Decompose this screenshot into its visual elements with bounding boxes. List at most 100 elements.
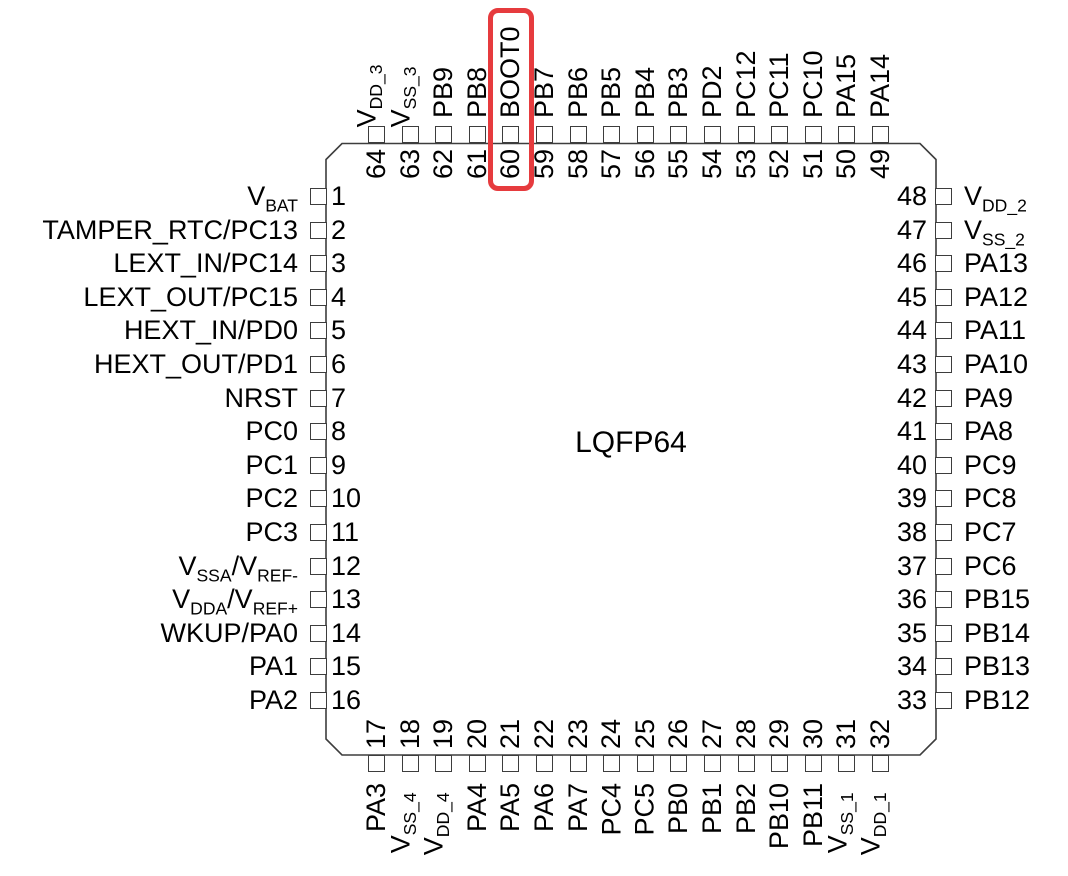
pin-15-square	[309, 658, 327, 676]
pin-61-square	[468, 126, 486, 143]
pin-3-square	[309, 255, 327, 273]
pin-46-number: 46	[896, 248, 927, 279]
pin-30-square	[804, 754, 822, 772]
pin-12-label: VSSA/VREF-	[178, 550, 298, 585]
pin-34-number: 34	[896, 651, 927, 682]
pin-29-label: PB10	[764, 783, 795, 850]
pin-58-number: 58	[562, 149, 593, 180]
chip-body	[325, 142, 937, 756]
pin-10-square	[309, 490, 327, 508]
pin-14-square	[309, 624, 327, 642]
pin-55-label: PB3	[663, 66, 694, 118]
pin-54-square	[704, 126, 721, 143]
pin-61-number: 61	[461, 149, 492, 180]
pin-33-number: 33	[896, 685, 927, 715]
pin-28-number: 28	[730, 718, 761, 749]
pin-55-number: 55	[663, 149, 694, 180]
pin-29-square	[771, 754, 789, 772]
pin-4-label: LEXT_OUT/PC15	[83, 281, 298, 312]
pin-56-label: PB4	[629, 66, 660, 118]
pin-7-number: 7	[331, 382, 347, 413]
pin-47-label: VSS_2	[964, 214, 1025, 249]
pin-2-label: TAMPER_RTC/PC13	[42, 214, 298, 245]
pin-60-label: BOOT0	[495, 26, 526, 118]
pin-27-square	[704, 754, 721, 772]
pin-62-number: 62	[428, 149, 459, 180]
pin-15-number: 15	[331, 651, 362, 682]
pin-25-label: PC5	[629, 783, 660, 836]
pin-44-label: PA11	[964, 315, 1027, 346]
pin-60-square	[502, 126, 520, 143]
pin-51-square	[804, 126, 822, 143]
pin-32-square	[872, 754, 889, 772]
pin-56-square	[636, 126, 654, 143]
pin-35-number: 35	[896, 617, 927, 648]
pin-13-label: VDDA/VREF+	[172, 584, 298, 619]
pin-34-label: PB13	[964, 651, 1031, 682]
pin-43-square	[934, 356, 952, 373]
pin-3-label: LEXT_IN/PC14	[113, 248, 298, 279]
pin-43-label: PA10	[964, 349, 1029, 379]
pin-22-number: 22	[529, 718, 559, 749]
pin-7-label: NRST	[224, 382, 299, 413]
pin-58-square	[569, 126, 587, 143]
pin-57-square	[603, 126, 621, 143]
pin-4-square	[309, 288, 327, 306]
pin-31-number: 31	[831, 718, 862, 749]
pin-46-square	[934, 255, 952, 273]
pin-33-label: PB12	[964, 685, 1031, 715]
pin-2-number: 2	[331, 214, 347, 245]
pin-46-label: PA13	[964, 248, 1029, 279]
pin-42-number: 42	[896, 382, 927, 413]
pin-50-number: 50	[831, 149, 862, 180]
pin-21-label: PA5	[495, 783, 526, 833]
pin-26-number: 26	[663, 718, 694, 749]
pin-38-label: PC7	[964, 517, 1017, 547]
pin-6-number: 6	[331, 349, 347, 379]
pin-48-label: VDD_2	[964, 181, 1027, 216]
pin-22-label: PA6	[529, 783, 559, 833]
pin-5-square	[309, 322, 327, 340]
pin-41-square	[934, 423, 952, 441]
pin-40-square	[934, 456, 952, 474]
pin-25-square	[636, 754, 654, 772]
pin-11-square	[309, 524, 327, 541]
pin-48-square	[934, 188, 952, 205]
pin-45-number: 45	[896, 281, 927, 312]
pin-39-square	[934, 490, 952, 508]
pin-11-label: PC3	[245, 517, 298, 547]
pin-18-square	[401, 754, 419, 772]
pin-2-square	[309, 221, 327, 239]
pin-37-label: PC6	[964, 550, 1017, 581]
pin-25-number: 25	[629, 718, 660, 749]
pin-6-label: HEXT_OUT/PD1	[93, 349, 298, 379]
pin-9-square	[309, 456, 327, 474]
pin-16-label: PA2	[248, 685, 298, 715]
pin-44-number: 44	[896, 315, 927, 346]
pin-15-label: PA1	[248, 651, 298, 682]
pin-20-square	[468, 754, 486, 772]
pin-38-number: 38	[896, 517, 927, 547]
pin-36-square	[934, 591, 952, 609]
pin-63-square	[401, 126, 419, 143]
pin-55-square	[670, 126, 688, 143]
pin-4-number: 4	[331, 281, 347, 312]
pin-54-number: 54	[697, 149, 727, 180]
pin-50-label: PA15	[831, 53, 862, 118]
pin-19-label: VDD_4	[418, 792, 454, 856]
pin-8-square	[309, 423, 327, 441]
pin-35-label: PB14	[964, 617, 1031, 648]
pin-36-label: PB15	[964, 584, 1031, 615]
pin-39-number: 39	[896, 483, 927, 514]
pin-20-label: PA4	[461, 783, 492, 833]
pin-16-square	[309, 692, 327, 709]
pin-42-label: PA9	[964, 382, 1014, 413]
pin-12-number: 12	[331, 550, 362, 581]
pin-13-number: 13	[331, 584, 362, 615]
pin-7-square	[309, 389, 327, 407]
pin-31-square	[838, 754, 856, 772]
pin-49-number: 49	[865, 149, 895, 180]
pin-63-number: 63	[394, 149, 425, 180]
